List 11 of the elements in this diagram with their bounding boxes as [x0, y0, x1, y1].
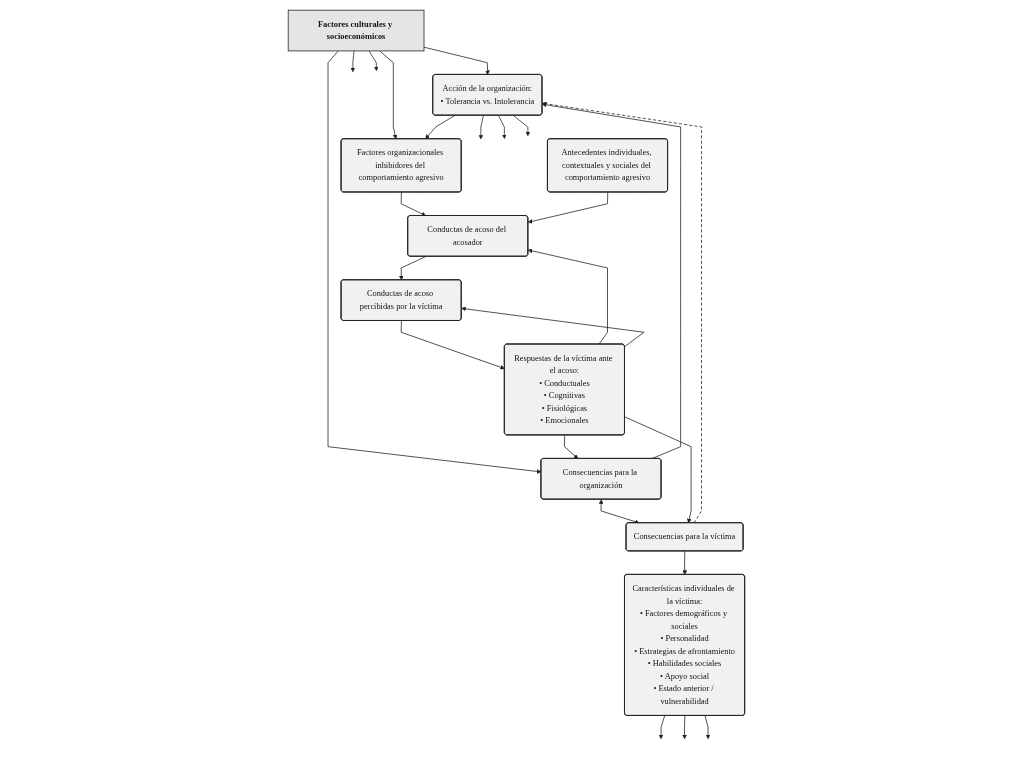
process-box: Características individuales de la víctima: • Factores demográficos y sociales • Personalidad • Estrategias de afrontamiento • Habilidades sociales • Apoyo social • Estado anterior / vulnerabilidad	[623, 574, 745, 716]
header-band: Factores culturales y socioeconómicos	[287, 9, 424, 52]
arrow	[598, 499, 639, 524]
process-box: Conductas de acoso percibidas por la víctima	[340, 279, 462, 321]
process-box: Conductas de acoso del acosador	[406, 215, 528, 257]
process-box: Consecuencias para la víctima	[625, 522, 744, 552]
process-box: Respuestas de la víctima ante el acoso: • Conductuales • Cognitivas • Fisiológicas • Emocionales	[503, 343, 625, 436]
process-box: Acción de la organización: • Tolerancia vs. Intolerancia	[431, 74, 542, 116]
process-box: Factores organizacionales inhibidores del comportamiento agresivo	[340, 138, 462, 193]
process-box: Consecuencias para la organización	[540, 458, 662, 500]
process-box: Antecedentes individuales, contextuales y sociales del comportamiento agresivo	[546, 138, 668, 193]
